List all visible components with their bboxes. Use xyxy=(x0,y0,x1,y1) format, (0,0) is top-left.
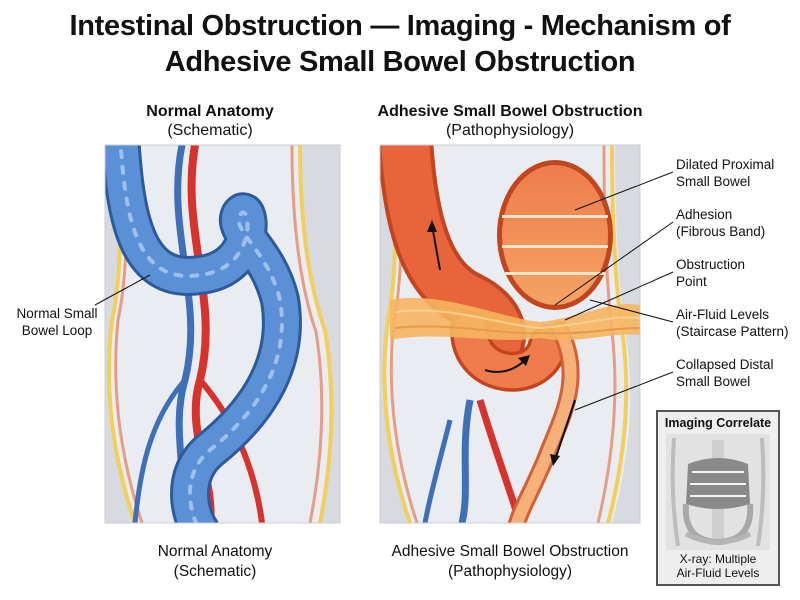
normal-anatomy-panel xyxy=(105,145,340,523)
airfluid-leader xyxy=(589,299,674,323)
title-line-2: Adhesive Small Bowel Obstruction xyxy=(164,46,636,78)
normal-bowel-label: Normal Small Bowel Loop xyxy=(16,306,98,338)
left-caption: Normal Anatomy (Schematic) xyxy=(157,543,273,580)
left-header-sub: (Schematic) xyxy=(167,122,253,139)
imaging-correlate-inset: Imaging Correlate X-ray: Multiple Air-Fl… xyxy=(656,410,780,586)
collapsed-leader xyxy=(574,371,674,411)
left-panel-header: Normal Anatomy (Schematic) xyxy=(110,102,310,140)
inset-title: Imaging Correlate xyxy=(664,416,772,430)
left-header-bold: Normal Anatomy xyxy=(146,103,274,120)
inset-caption: X-ray: Multiple Air-Fluid Levels xyxy=(676,552,760,580)
right-caption: Adhesive Small Bowel Obstruction (Pathop… xyxy=(391,543,629,580)
page-title: Intestinal Obstruction — Imaging - Mecha… xyxy=(0,8,800,80)
collapsed-bowel-label: Collapsed Distal Small Bowel xyxy=(676,357,774,389)
dilated-bowel-label: Dilated Proximal Small Bowel xyxy=(676,157,775,189)
obstruction-leader xyxy=(564,271,674,321)
adhesion-leader xyxy=(554,221,674,306)
sbo-panel xyxy=(380,145,640,523)
air-fluid-levels-label: Air-Fluid Levels (Staircase Pattern) xyxy=(676,307,789,339)
right-header-bold: Adhesive Small Bowel Obstruction xyxy=(377,103,643,120)
right-header-sub: (Pathophysiology) xyxy=(445,122,575,139)
xray-image xyxy=(666,434,770,550)
adhesion-label: Adhesion (Fibrous Band) xyxy=(676,207,766,239)
normal-bowel-leader xyxy=(94,274,151,306)
obstruction-point-label: Obstruction Point xyxy=(676,257,746,289)
dilated-leader xyxy=(574,171,674,211)
title-line-1: Intestinal Obstruction — Imaging - Mecha… xyxy=(69,10,731,42)
right-panel-header: Adhesive Small Bowel Obstruction (Pathop… xyxy=(360,102,660,140)
